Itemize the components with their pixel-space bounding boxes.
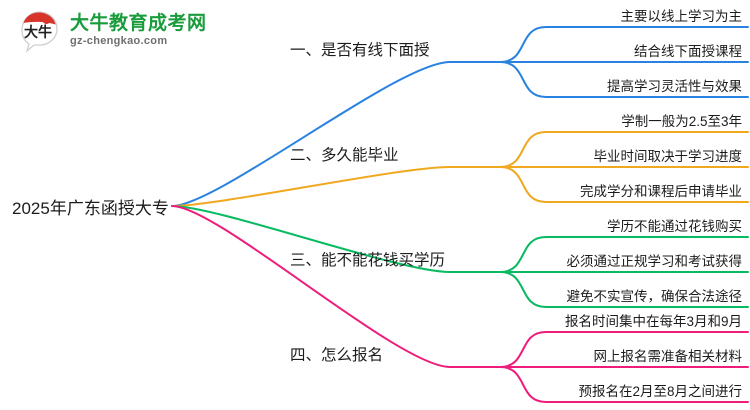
leaf-label-2-2: 毕业时间取决于学习进度 <box>593 149 743 164</box>
branch-label-1: 一、是否有线下面授 <box>290 42 430 59</box>
leaf-label-3-3: 避免不实宣传，确保合法途径 <box>566 289 743 304</box>
leaf-label-1-1: 主要以线上学习为主 <box>620 9 743 24</box>
logo-text-block: 大牛教育成考网 gz-chengkao.com <box>70 14 207 47</box>
branch-label-4: 四、怎么报名 <box>290 347 384 364</box>
leaf-label-2-3: 完成学分和课程后申请毕业 <box>580 184 742 199</box>
niu-head-logo-icon: 大牛 <box>16 8 62 54</box>
site-logo: 大牛 大牛教育成考网 gz-chengkao.com <box>16 8 207 54</box>
leaf-label-4-1: 报名时间集中在每年3月和9月 <box>564 314 742 329</box>
leaf-label-4-3: 预报名在2月至8月之间进行 <box>578 384 742 399</box>
logo-domain: gz-chengkao.com <box>70 35 168 48</box>
leaf-label-4-2: 网上报名需准备相关材料 <box>593 349 743 364</box>
leaf-label-3-2: 必须通过正规学习和考试获得 <box>566 254 743 269</box>
leaf-label-1-3: 提高学习灵活性与效果 <box>607 79 742 94</box>
leaf-label-1-2: 结合线下面授课程 <box>634 44 742 59</box>
svg-text:大牛: 大牛 <box>24 24 52 40</box>
leaf-label-2-1: 学制一般为2.5至3年 <box>621 114 742 129</box>
branch-label-2: 二、多久能毕业 <box>290 147 399 164</box>
branch-label-3: 三、能不能花钱买学历 <box>290 252 446 269</box>
leaf-label-3-1: 学历不能通过花钱购买 <box>607 219 742 234</box>
root-node-label: 2025年广东函授大专 <box>12 199 169 218</box>
logo-title: 大牛教育成考网 <box>70 13 207 35</box>
